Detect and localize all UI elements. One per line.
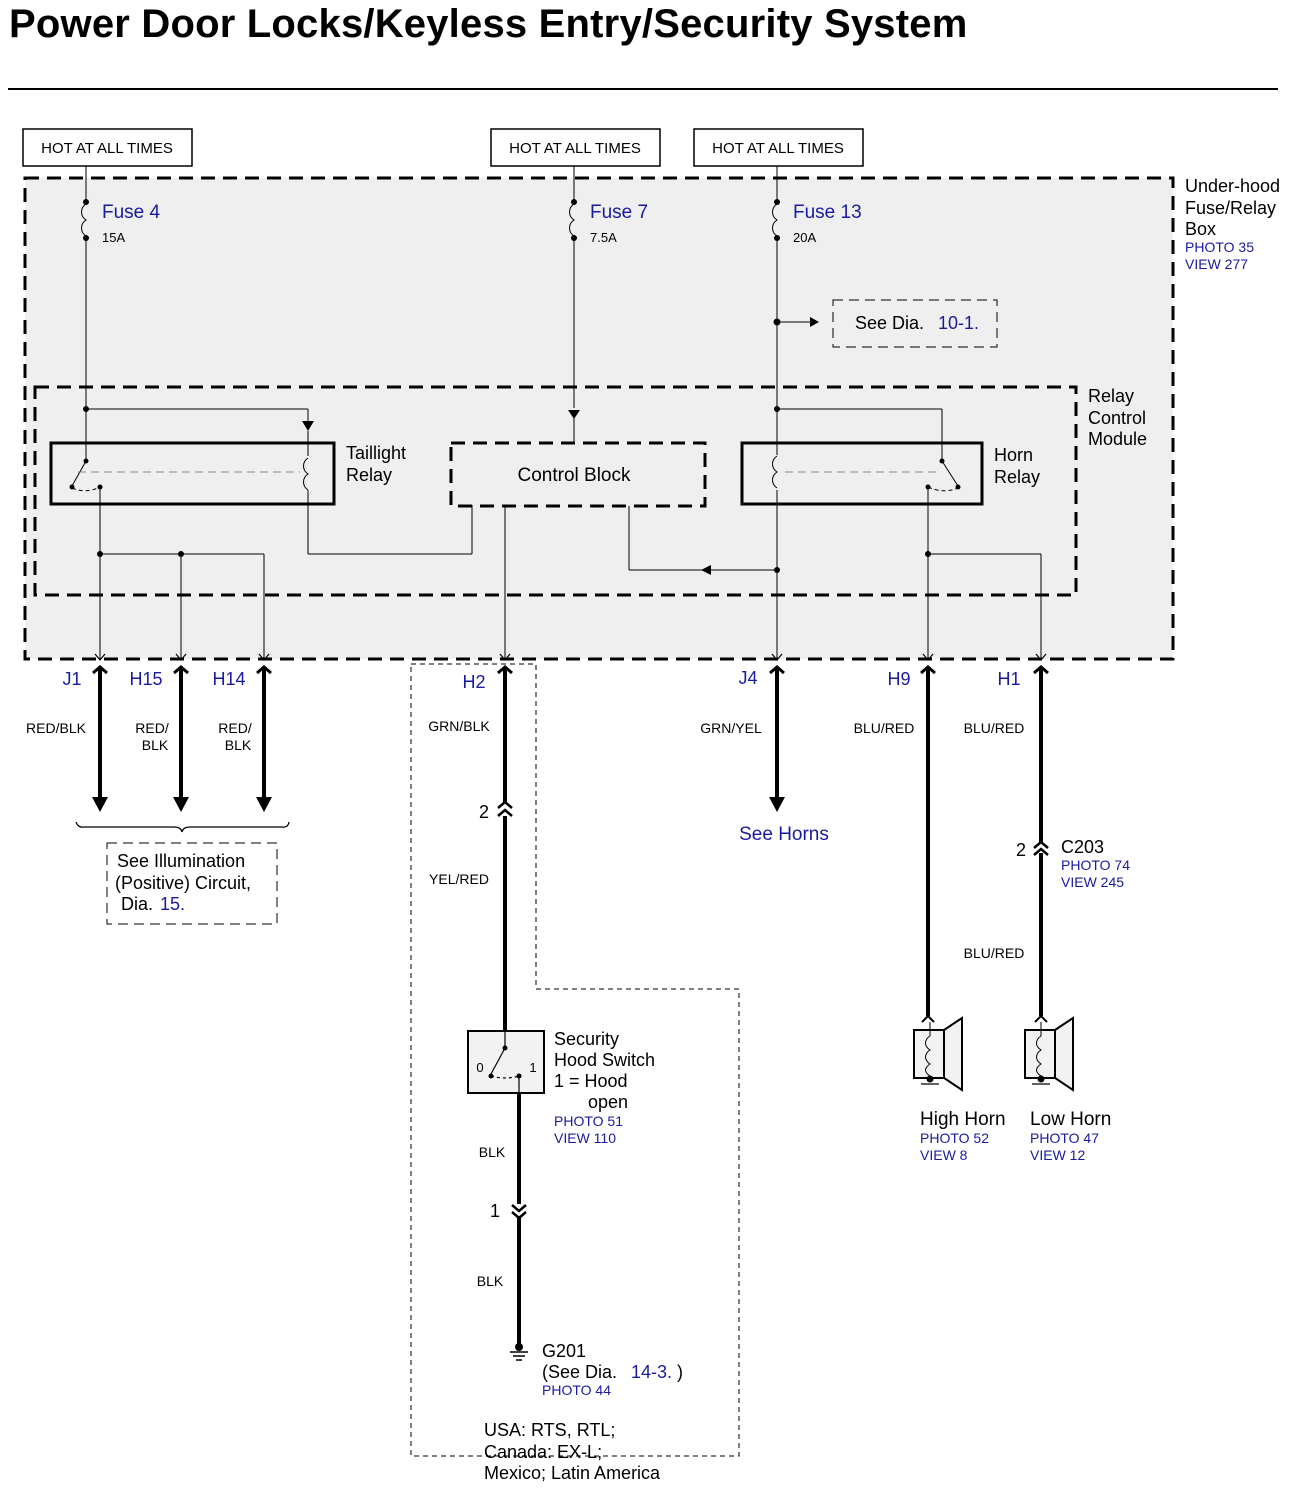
fuse-13-label: Fuse 13 bbox=[793, 202, 862, 223]
switch-position-0: 0 bbox=[476, 1060, 483, 1075]
relay-control-module bbox=[33, 385, 1078, 597]
terminal-j4: J4 bbox=[738, 668, 757, 688]
wire-h1-lower-color: BLU/RED bbox=[964, 945, 1025, 961]
horn-relay bbox=[740, 441, 984, 506]
hot-label-box-3 bbox=[693, 128, 864, 167]
fuse-box-photo: PHOTO 35 bbox=[1185, 239, 1254, 255]
relay-module-label-3: Module bbox=[1088, 429, 1147, 449]
wire-yel-red: YEL/RED bbox=[429, 871, 489, 887]
illumination-link: 15. bbox=[160, 894, 185, 914]
terminal-h14: H14 bbox=[212, 669, 245, 689]
ground-connector-pin: 1 bbox=[490, 1201, 500, 1221]
terminal-h9: H9 bbox=[887, 669, 910, 689]
market-line-3: Mexico; Latin America bbox=[484, 1463, 661, 1483]
market-line-2: Canada: EX-L; bbox=[484, 1442, 602, 1462]
g201-see-close: ) bbox=[677, 1362, 683, 1382]
page-title: Power Door Locks/Keyless Entry/Security … bbox=[9, 2, 968, 46]
see-dia-10-1-prefix: See Dia. bbox=[855, 313, 924, 333]
terminal-h1: H1 bbox=[997, 669, 1020, 689]
hot-label-2: HOT AT ALL TIMES bbox=[509, 140, 641, 157]
hot-label-1: HOT AT ALL TIMES bbox=[41, 140, 173, 157]
c203-pin: 2 bbox=[1016, 840, 1026, 860]
see-dia-10-1-link: 10-1. bbox=[938, 313, 979, 333]
hood-switch-label-2: Hood Switch bbox=[554, 1050, 655, 1070]
wire-h14-color-1: RED/ bbox=[218, 720, 252, 736]
c203-view: VIEW 245 bbox=[1061, 874, 1124, 890]
h2-connector-pin: 2 bbox=[479, 802, 489, 822]
c203-label: C203 bbox=[1061, 837, 1104, 857]
control-block bbox=[449, 441, 707, 508]
taillight-relay-label-2: Relay bbox=[346, 465, 392, 485]
wire-h15-color-1: RED/ bbox=[135, 720, 169, 736]
see-dia-10-1-box bbox=[832, 299, 998, 348]
hood-switch-view: VIEW 110 bbox=[554, 1130, 616, 1146]
fuse-box-label-2: Fuse/Relay bbox=[1185, 198, 1276, 218]
hood-switch-label-1: Security bbox=[554, 1029, 619, 1049]
fuse-7-label: Fuse 7 bbox=[590, 202, 648, 223]
wire-h9-color: BLU/RED bbox=[854, 720, 915, 736]
wire-j4-color: GRN/YEL bbox=[700, 720, 762, 736]
g201-photo: PHOTO 44 bbox=[542, 1382, 611, 1398]
fuse-box-view: VIEW 277 bbox=[1185, 256, 1248, 272]
g201-see-link: 14-3. bbox=[631, 1362, 672, 1382]
g201-label: G201 bbox=[542, 1341, 586, 1361]
illumination-label-1: See Illumination bbox=[117, 851, 245, 871]
wire-h1-color: BLU/RED bbox=[964, 720, 1025, 736]
wire-blk-upper: BLK bbox=[479, 1144, 506, 1160]
hood-switch-label-3: 1 = Hood bbox=[554, 1071, 628, 1091]
low-horn-icon bbox=[1024, 1014, 1074, 1092]
illumination-dia: Dia. bbox=[121, 894, 153, 914]
hot-label-3: HOT AT ALL TIMES bbox=[712, 140, 844, 157]
high-horn-photo: PHOTO 52 bbox=[920, 1130, 989, 1146]
market-line-1: USA: RTS, RTL; bbox=[484, 1420, 615, 1440]
fuse-13-rating: 20A bbox=[793, 230, 816, 245]
fuse-box-label-1: Under-hood bbox=[1185, 176, 1280, 196]
ground-icon bbox=[510, 1343, 528, 1361]
low-horn-label: Low Horn bbox=[1030, 1109, 1111, 1130]
see-horns-link: See Horns bbox=[739, 824, 829, 845]
wire-blk-lower: BLK bbox=[477, 1273, 504, 1289]
horn-relay-label-1: Horn bbox=[994, 445, 1033, 465]
relay-module-label-2: Control bbox=[1088, 408, 1146, 428]
market-region-outline bbox=[410, 663, 740, 1457]
terminal-j1: J1 bbox=[62, 669, 81, 689]
high-horn-view: VIEW 8 bbox=[920, 1147, 968, 1163]
switch-position-1: 1 bbox=[529, 1060, 536, 1075]
terminal-h15: H15 bbox=[129, 669, 162, 689]
hot-label-box-1 bbox=[22, 128, 193, 167]
fuse-7-rating: 7.5A bbox=[590, 230, 617, 245]
illumination-brace bbox=[75, 821, 290, 833]
low-horn-photo: PHOTO 47 bbox=[1030, 1130, 1099, 1146]
security-hood-switch bbox=[467, 1030, 545, 1094]
wire-h15-color-2: BLK bbox=[142, 737, 169, 753]
horn-relay-label-2: Relay bbox=[994, 467, 1040, 487]
wire-h14-color-2: BLK bbox=[225, 737, 252, 753]
illumination-box bbox=[106, 842, 278, 925]
taillight-relay-label-1: Taillight bbox=[346, 443, 406, 463]
illumination-label-2: (Positive) Circuit, bbox=[115, 873, 251, 893]
terminal-h2: H2 bbox=[462, 672, 485, 692]
high-horn-icon bbox=[913, 1014, 963, 1092]
control-block-label: Control Block bbox=[518, 465, 631, 486]
g201-see-prefix: (See Dia. bbox=[542, 1362, 617, 1382]
fuse-4-rating: 15A bbox=[102, 230, 125, 245]
wire-h2-color: GRN/BLK bbox=[428, 718, 490, 734]
fuse-4-label: Fuse 4 bbox=[102, 202, 161, 223]
wire-j1-color: RED/BLK bbox=[26, 720, 87, 736]
fuse-box-label-3: Box bbox=[1185, 219, 1216, 239]
c203-photo: PHOTO 74 bbox=[1061, 857, 1130, 873]
hood-switch-photo: PHOTO 51 bbox=[554, 1113, 623, 1129]
high-horn-label: High Horn bbox=[920, 1109, 1006, 1130]
low-horn-view: VIEW 12 bbox=[1030, 1147, 1085, 1163]
relay-module-label-1: Relay bbox=[1088, 386, 1134, 406]
hot-label-box-2 bbox=[490, 128, 661, 167]
taillight-relay bbox=[49, 441, 336, 506]
hood-switch-label-4: open bbox=[588, 1092, 628, 1112]
